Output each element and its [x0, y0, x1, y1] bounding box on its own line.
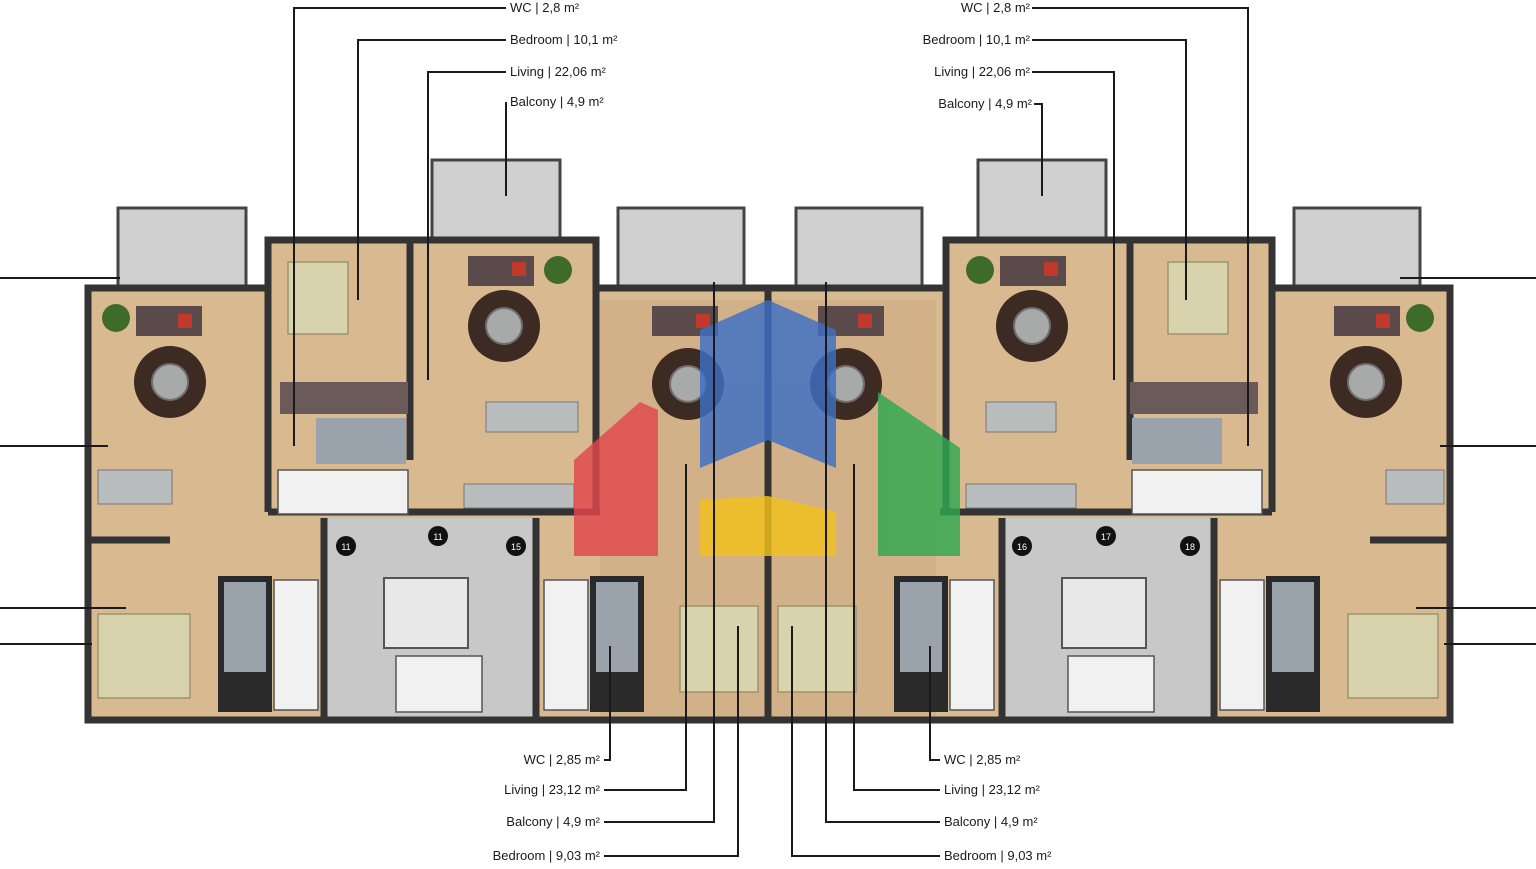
- wc-blocks: [218, 418, 1320, 712]
- unit-marker: 15: [511, 542, 521, 552]
- room-label: WC | 2,85 m²: [944, 752, 1021, 767]
- bottom-right-labels: WC | 2,85 m² Living | 23,12 m² Balcony |…: [944, 752, 1052, 863]
- room-label: Bedroom | 10,1 m²: [510, 32, 618, 47]
- room-label: Bedroom | 9,03 m²: [493, 848, 601, 863]
- room-label: Living | 23,12 m²: [944, 782, 1041, 797]
- room-label: Living | 22,06 m²: [934, 64, 1031, 79]
- room-label: Balcony | 4,9 m²: [944, 814, 1038, 829]
- top-right-labels: WC | 2,8 m² Bedroom | 10,1 m² Living | 2…: [923, 0, 1033, 111]
- top-left-labels: WC | 2,8 m² Bedroom | 10,1 m² Living | 2…: [510, 0, 618, 109]
- room-label: Living | 22,06 m²: [510, 64, 607, 79]
- room-label: WC | 2,85 m²: [524, 752, 601, 767]
- unit-marker: 17: [1101, 532, 1111, 542]
- unit-marker: 16: [1017, 542, 1027, 552]
- room-label: Bedroom | 10,1 m²: [923, 32, 1031, 47]
- watermark-logo: [574, 300, 960, 556]
- balconies-top: [116, 158, 1422, 292]
- unit-marker: 11: [433, 532, 442, 542]
- bottom-left-labels: WC | 2,85 m² Living | 23,12 m² Balcony |…: [493, 752, 601, 863]
- room-label: Living | 23,12 m²: [504, 782, 601, 797]
- room-label: Balcony | 4,9 m²: [510, 94, 604, 109]
- room-label: WC | 2,8 m²: [510, 0, 580, 15]
- unit-marker: 18: [1185, 542, 1195, 552]
- room-label: WC | 2,8 m²: [961, 0, 1031, 15]
- room-label: Bedroom | 9,03 m²: [944, 848, 1052, 863]
- walls: [84, 236, 1454, 724]
- unit-marker: 11: [341, 542, 350, 552]
- bottom-leaders: [604, 282, 940, 857]
- side-leaders: [0, 277, 1536, 645]
- room-label: Balcony | 4,9 m²: [506, 814, 600, 829]
- stairs: [273, 469, 1265, 713]
- top-leaders: [293, 7, 1249, 446]
- room-label: Balcony | 4,9 m²: [938, 96, 1032, 111]
- unit-markers: 11 11 15 16 17 18: [336, 526, 1200, 556]
